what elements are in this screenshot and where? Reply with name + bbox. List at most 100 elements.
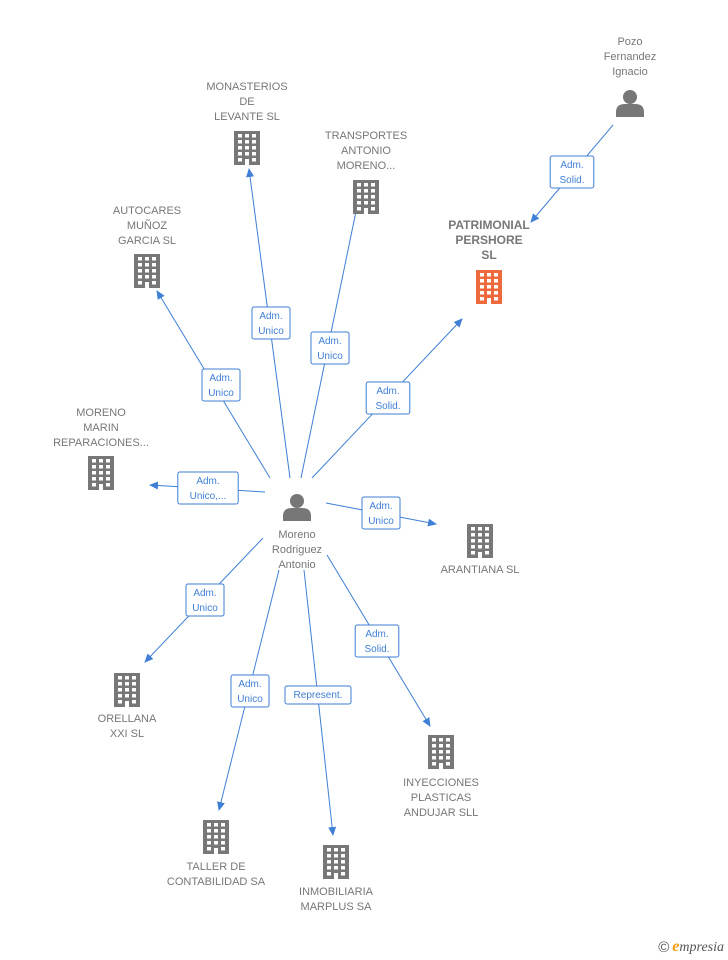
edge-label-text: Adm. — [238, 679, 261, 690]
edge-label-text: Adm. — [209, 373, 232, 384]
edge-label-text: Adm. — [196, 476, 219, 487]
building-icon — [203, 820, 229, 854]
node-label: ORELLANA — [98, 713, 157, 725]
node-label: MORENO — [76, 407, 126, 419]
edge-label-text: Unico — [192, 603, 218, 614]
edge-label-box[interactable] — [201, 368, 241, 402]
node-label: MUÑOZ — [127, 219, 168, 232]
edge-moreno-transportes: Adm. Unico — [300, 191, 363, 479]
node-label: INYECCIONES — [403, 777, 479, 789]
edge-moreno-taller: Adm. Unico — [217, 569, 280, 811]
edge-label-box[interactable] — [284, 685, 352, 705]
building-icon — [323, 845, 349, 879]
edge-label-text: Unico — [317, 351, 343, 362]
node-label: SL — [481, 248, 496, 262]
empresia-logo: © empresia — [658, 938, 724, 956]
node-label: MONASTERIOS — [206, 81, 287, 93]
edge-label-box[interactable] — [310, 331, 350, 365]
node-label: Moreno — [278, 529, 315, 541]
edge-label-box[interactable] — [549, 155, 595, 189]
edge-label-text: Unico — [237, 694, 263, 705]
brand-initial: e — [672, 938, 680, 955]
edge-label-box[interactable] — [365, 381, 411, 415]
edge-label-box[interactable] — [251, 306, 291, 340]
node-label: ANTONIO — [341, 145, 391, 157]
node-label: ARANTIANA SL — [441, 564, 520, 576]
edge-label-text: Represent. — [294, 690, 343, 701]
node-monasterios[interactable]: MONASTERIOS DE LEVANTE SL — [206, 81, 288, 165]
edge-moreno-morenomarin: Adm. Unico,... — [149, 471, 266, 505]
edge-label-text: Solid. — [559, 175, 584, 186]
edge-moreno-arantiana: Adm. Unico — [325, 496, 437, 530]
building-icon — [88, 456, 114, 490]
building-icon — [428, 735, 454, 769]
node-label: CONTABILIDAD SA — [167, 876, 266, 888]
edge-label-box[interactable] — [361, 496, 401, 530]
person-icon — [616, 90, 644, 117]
node-label: Antonio — [278, 559, 315, 571]
node-arantiana[interactable]: ARANTIANA SL — [441, 524, 520, 576]
edge-label-text: Adm. — [365, 629, 388, 640]
edge-moreno-inyecciones: Adm. Solid. — [326, 554, 431, 727]
node-label: PERSHORE — [455, 233, 522, 247]
node-taller[interactable]: TALLER DE CONTABILIDAD SA — [167, 820, 266, 888]
edge-moreno-orellana: Adm. Unico — [144, 537, 264, 663]
node-label: PLASTICAS — [411, 792, 472, 804]
node-orellana[interactable]: ORELLANA XXI SL — [98, 673, 157, 740]
node-label: TALLER DE — [186, 861, 245, 873]
edge-moreno-inmobiliaria: Represent. — [284, 569, 352, 836]
edge-label-box[interactable] — [185, 583, 225, 617]
edge-label-text: Solid. — [364, 644, 389, 655]
copyright-icon: © — [658, 938, 670, 956]
node-label: GARCIA SL — [118, 235, 176, 247]
node-label: Rodriguez — [272, 544, 322, 556]
edge-label-text: Adm. — [318, 336, 341, 347]
edge-label-text: Unico — [208, 388, 234, 399]
node-label: LEVANTE SL — [214, 111, 280, 123]
node-label: MORENO... — [337, 160, 396, 172]
node-inyecciones[interactable]: INYECCIONES PLASTICAS ANDUJAR SLL — [403, 735, 479, 819]
edge-label-text: Adm. — [369, 501, 392, 512]
edge-label-box[interactable] — [177, 471, 239, 505]
node-label: ANDUJAR SLL — [404, 807, 479, 819]
node-autocares[interactable]: AUTOCARES MUÑOZ GARCIA SL — [113, 205, 181, 288]
person-icon — [283, 494, 311, 521]
building-icon — [134, 254, 160, 288]
edge-label-text: Adm. — [193, 588, 216, 599]
node-label: MARIN — [83, 422, 119, 434]
edge-label-text: Unico — [368, 516, 394, 527]
node-morenomarin[interactable]: MORENOMARINREPARACIONES... — [53, 407, 149, 490]
node-label: Fernandez — [604, 51, 657, 63]
node-label: AUTOCARES — [113, 205, 181, 217]
node-label: DE — [239, 96, 254, 108]
node-label: Ignacio — [612, 66, 647, 78]
edge-label-text: Adm. — [259, 311, 282, 322]
building-icon — [114, 673, 140, 707]
edge-label-text: Solid. — [375, 401, 400, 412]
building-icon — [234, 131, 260, 165]
building-icon — [353, 180, 379, 214]
node-transportes[interactable]: TRANSPORTES ANTONIO MORENO... — [325, 130, 407, 214]
node-label: XXI SL — [110, 728, 144, 740]
edge-pozo-patrimonial: Adm. Solid. — [530, 124, 614, 223]
edge-moreno-patrimonial: Adm. Solid. — [311, 318, 463, 479]
edge-label-box[interactable] — [354, 624, 400, 658]
edge-label-text: Unico — [258, 326, 284, 337]
edge-label-text: Adm. — [376, 386, 399, 397]
node-label: TRANSPORTES — [325, 130, 407, 142]
building-icon — [476, 270, 502, 304]
edge-label-box[interactable] — [230, 674, 270, 708]
building-icon — [467, 524, 493, 558]
node-label: PATRIMONIAL — [448, 218, 530, 232]
edge-label-text: Unico,... — [190, 491, 227, 502]
node-label: Pozo — [617, 36, 642, 48]
edge-label-text: Adm. — [560, 160, 583, 171]
brand-name: mpresia — [679, 940, 724, 955]
edge-moreno-autocares: Adm. Unico — [156, 290, 271, 479]
